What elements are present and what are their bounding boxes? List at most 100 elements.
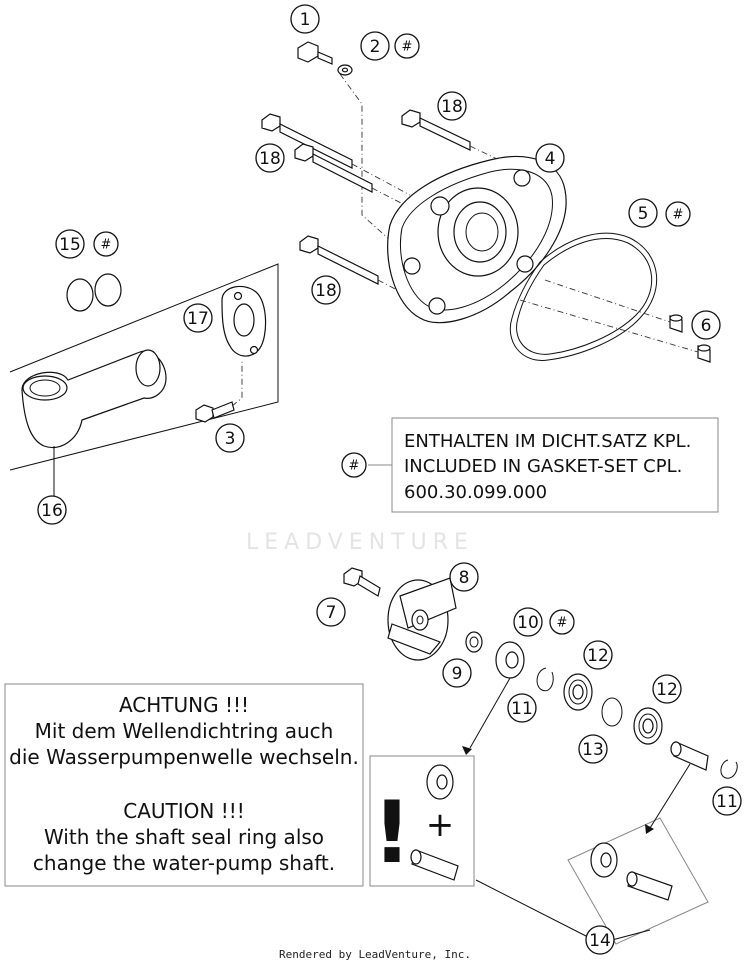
o-rings-part-15 <box>66 273 122 312</box>
leadventure-watermark: LEADVENTURE <box>246 530 474 555</box>
leader-line <box>649 763 691 829</box>
circlip-part-11 <box>536 667 554 692</box>
svg-text:#: # <box>101 238 112 253</box>
footer-credit: Rendered by LeadVenture, Inc. <box>278 948 472 961</box>
warning-en-line2: change the water-pump shaft. <box>33 851 335 875</box>
callout-17: 17 <box>183 303 213 333</box>
callout-3: 3 <box>215 423 245 453</box>
shaft-seal-part-10 <box>495 641 525 679</box>
svg-text:10: 10 <box>517 613 539 633</box>
svg-text:18: 18 <box>441 97 463 117</box>
hash-symbol-10: # <box>549 609 575 635</box>
warning-de-line2: die Wasserpumpenwelle wechseln. <box>9 745 359 769</box>
plus-sign: + <box>426 805 455 845</box>
bolt-part-3 <box>195 401 235 423</box>
gasket-note-line1: ENTHALTEN IM DICHT.SATZ KPL. <box>404 431 691 452</box>
callout-18-lower: 18 <box>311 275 341 305</box>
assembly-line <box>544 279 671 323</box>
circlip-part-13 <box>601 697 623 727</box>
bolt-part-18-upper-right <box>401 109 471 151</box>
assembly-line <box>351 163 411 196</box>
washer-part-2 <box>337 64 353 76</box>
circlip-part-11-right <box>720 759 738 779</box>
callout-1: 1 <box>290 4 320 34</box>
svg-text:9: 9 <box>452 664 463 684</box>
assembly-line <box>519 299 699 353</box>
impeller-part-8 <box>387 577 457 661</box>
svg-text:3: 3 <box>225 429 236 449</box>
hash-symbol-15: # <box>93 231 119 257</box>
callout-16: 16 <box>37 495 67 525</box>
callout-4: 4 <box>535 143 565 173</box>
gasket-part-5 <box>509 232 658 361</box>
svg-text:#: # <box>402 40 413 55</box>
svg-text:#: # <box>673 208 684 223</box>
leader-line <box>475 879 587 937</box>
gasket-note-line2: INCLUDED IN GASKET-SET CPL. <box>404 456 682 477</box>
callout-11-a: 11 <box>507 693 537 723</box>
bearing-part-12-a <box>563 673 593 711</box>
svg-text:12: 12 <box>587 646 609 666</box>
hash-symbol-2: # <box>394 33 420 59</box>
bolt-part-18-lower <box>299 235 379 285</box>
svg-text:17: 17 <box>187 309 209 329</box>
leader-line <box>469 677 511 749</box>
callout-10: 10 <box>513 607 543 637</box>
svg-text:#: # <box>349 459 360 474</box>
hash-symbol-note: # <box>341 452 367 478</box>
kit-box-left: ! + <box>369 755 475 887</box>
hash-symbol-5: # <box>665 201 691 227</box>
assembly-line <box>231 360 243 407</box>
svg-text:6: 6 <box>701 316 712 336</box>
gasket-note-part-number: 600.30.099.000 <box>404 482 547 503</box>
assembly-line <box>469 145 521 171</box>
callout-7: 7 <box>316 597 346 627</box>
water-pump-shaft <box>670 741 709 771</box>
callout-18-left: 18 <box>255 143 285 173</box>
dowel-part-6-upper <box>669 314 683 333</box>
svg-text:12: 12 <box>656 680 678 700</box>
gasket-part-17 <box>221 285 267 357</box>
callout-9: 9 <box>442 658 472 688</box>
bolt-part-7 <box>343 567 381 597</box>
svg-text:14: 14 <box>589 931 611 951</box>
exclamation-mark: ! <box>372 783 411 883</box>
warning-en-line1: With the shaft seal ring also <box>44 825 324 849</box>
svg-text:13: 13 <box>582 740 604 760</box>
callout-12-a: 12 <box>583 640 613 670</box>
bearing-part-12-b <box>633 707 663 745</box>
warning-en-title: CAUTION !!! <box>123 799 245 823</box>
leader-line <box>611 929 651 941</box>
hose-fitting-part-16 <box>21 349 167 449</box>
svg-text:1: 1 <box>300 10 311 30</box>
svg-text:15: 15 <box>59 235 81 255</box>
svg-text:11: 11 <box>716 792 738 812</box>
svg-text:7: 7 <box>326 603 337 623</box>
svg-text:#: # <box>557 616 568 631</box>
hose-fitting-group-frame <box>9 263 279 471</box>
bolt-part-18-upper-left-b <box>294 143 373 193</box>
gasket-set-note: ENTHALTEN IM DICHT.SATZ KPL. INCLUDED IN… <box>368 417 719 513</box>
warning-de-line1: Mit dem Wellendichtring auch <box>35 719 334 743</box>
callout-13: 13 <box>578 734 608 764</box>
callout-5: 5 <box>628 198 658 228</box>
bolt-part-1 <box>297 41 333 65</box>
callout-6: 6 <box>691 310 721 340</box>
washer-part-9 <box>465 631 483 653</box>
assembly-line <box>339 73 391 241</box>
svg-text:5: 5 <box>638 204 649 224</box>
kit-box-right <box>567 817 709 945</box>
svg-text:18: 18 <box>315 281 337 301</box>
callout-14: 14 <box>585 925 615 955</box>
pump-cover-part-4 <box>387 156 567 324</box>
svg-text:8: 8 <box>459 568 470 588</box>
bolt-part-18-upper-left-a <box>261 113 353 169</box>
svg-text:4: 4 <box>545 149 556 169</box>
callout-18-top: 18 <box>437 91 467 121</box>
svg-text:2: 2 <box>370 37 381 57</box>
callout-12-b: 12 <box>652 674 682 704</box>
svg-text:16: 16 <box>41 501 63 521</box>
callout-15: 15 <box>55 229 85 259</box>
svg-text:18: 18 <box>259 149 281 169</box>
